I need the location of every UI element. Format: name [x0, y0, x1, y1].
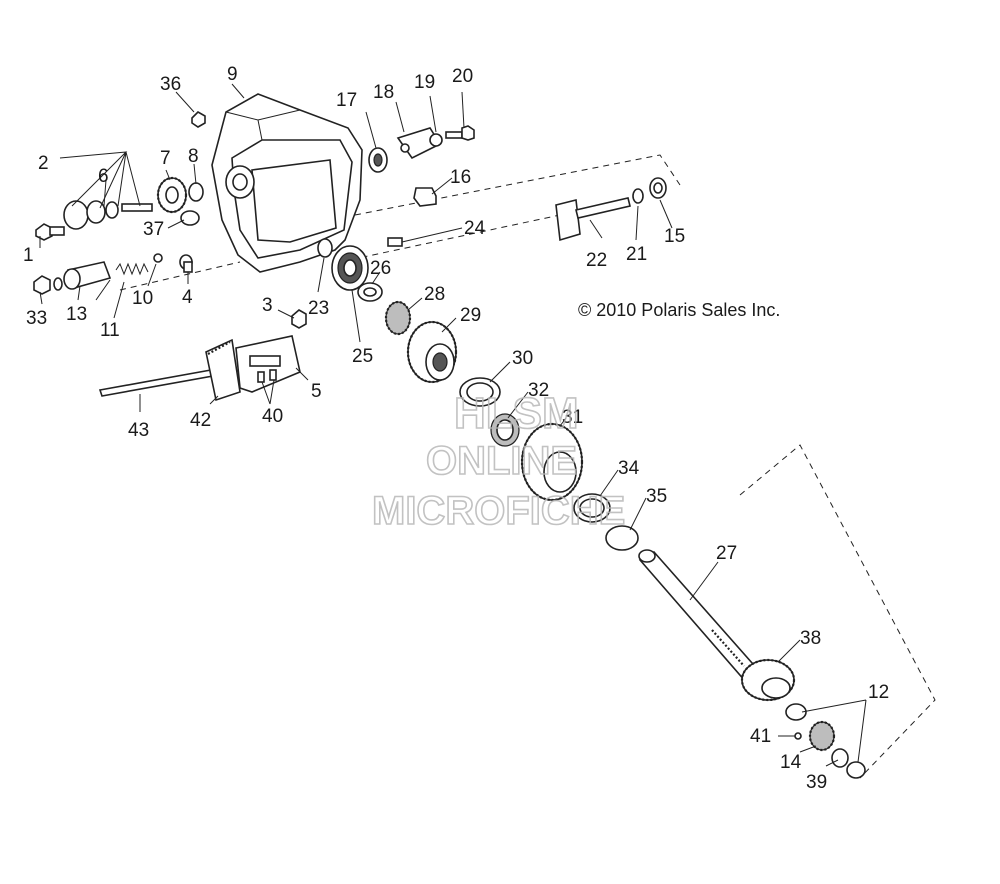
pin-4 [179, 254, 193, 273]
callout-5: 5 [311, 381, 322, 402]
callout-11: 11 [100, 320, 120, 341]
shift-drum-42 [205, 338, 241, 402]
screw-36 [191, 111, 206, 128]
plug-3 [291, 309, 307, 329]
callout-27: 27 [716, 543, 737, 564]
callout-22: 22 [586, 250, 607, 271]
bushing-37 [180, 210, 200, 226]
callout-7: 7 [160, 148, 171, 169]
callout-36: 36 [160, 74, 181, 95]
pin-24 [387, 237, 403, 247]
callout-12: 12 [868, 682, 889, 703]
callout-39: 39 [806, 772, 827, 793]
callout-21: 21 [626, 244, 647, 265]
ball-10 [153, 253, 163, 263]
washer-30 [459, 377, 501, 407]
plug-13 [63, 261, 112, 290]
seal-17 [368, 147, 388, 173]
washer-15 [649, 177, 667, 199]
callout-1: 1 [23, 245, 34, 266]
callout-31: 31 [562, 407, 583, 428]
washer-26 [357, 282, 383, 302]
bearing-28 [384, 300, 412, 336]
callout-34: 34 [618, 458, 640, 479]
bearing-25 [331, 245, 369, 291]
gear-31 [520, 422, 584, 502]
pins-40 [257, 369, 277, 383]
ball-41 [794, 732, 802, 740]
callout-38: 38 [800, 628, 821, 649]
leader-lines [39, 83, 867, 767]
callout-16: 16 [450, 167, 471, 188]
gear-29 [406, 320, 458, 384]
callout-labels: 1 2 3 4 5 6 7 8 9 10 11 12 13 14 15 16 1… [23, 64, 889, 793]
bearing-32 [490, 413, 520, 447]
washer-39 [831, 748, 849, 768]
assembly-guide-lines [119, 154, 936, 779]
snap-ring-35 [605, 525, 639, 551]
shaft-27 [638, 549, 762, 684]
switch-assembly-2 [63, 200, 153, 230]
callout-43: 43 [128, 420, 149, 441]
callout-2: 2 [38, 153, 49, 174]
gear-7 [156, 176, 188, 214]
ring-12b [846, 761, 866, 779]
callout-15: 15 [664, 226, 685, 247]
shift-rod-43 [98, 367, 226, 397]
watermark-line-3: MICROFICHE [372, 489, 625, 533]
callout-33: 33 [26, 308, 47, 329]
callout-28: 28 [424, 284, 445, 305]
callout-29: 29 [460, 305, 481, 326]
washer-19 [429, 133, 443, 147]
callout-20: 20 [452, 66, 473, 87]
spring-11 [115, 262, 149, 276]
bolt-20 [445, 125, 475, 141]
shift-fork-5 [235, 335, 301, 393]
callout-30: 30 [512, 348, 533, 369]
callout-23: 23 [308, 298, 329, 319]
ring-21 [632, 188, 644, 204]
callout-9: 9 [227, 64, 238, 85]
callout-6: 6 [98, 166, 109, 187]
watermark: HLSM ONLINE MICROFICHE [371, 388, 626, 534]
callout-41: 41 [750, 726, 771, 747]
callout-3: 3 [262, 295, 273, 316]
callout-13: 13 [66, 304, 87, 325]
callout-40: 40 [262, 406, 283, 427]
callout-37: 37 [143, 219, 164, 240]
callout-19: 19 [414, 72, 435, 93]
seal-23 [317, 238, 333, 258]
ring-12a [785, 703, 807, 721]
callout-4: 4 [182, 287, 193, 308]
callout-25: 25 [352, 346, 373, 367]
shaft-22 [555, 197, 631, 242]
callout-14: 14 [780, 752, 802, 773]
copyright-notice: © 2010 Polaris Sales Inc. [578, 300, 780, 320]
callout-42: 42 [190, 410, 211, 431]
bushing-16 [413, 187, 437, 207]
washer-8 [188, 182, 204, 202]
callout-24: 24 [464, 218, 486, 239]
callout-8: 8 [188, 146, 199, 167]
watermark-line-1: HLSM [454, 389, 579, 438]
callout-17: 17 [336, 90, 357, 111]
callout-18: 18 [373, 82, 394, 103]
watermark-line-2: ONLINE [426, 439, 577, 483]
needle-bearing-14 [808, 720, 836, 752]
transmission-case [211, 93, 363, 273]
callout-35: 35 [646, 486, 667, 507]
callout-10: 10 [132, 288, 153, 309]
washer-34 [573, 493, 611, 523]
callout-26: 26 [370, 258, 391, 279]
callout-32: 32 [528, 380, 549, 401]
lever-18 [396, 127, 442, 160]
gear-38 [740, 658, 796, 702]
bolt-33 [33, 275, 63, 295]
